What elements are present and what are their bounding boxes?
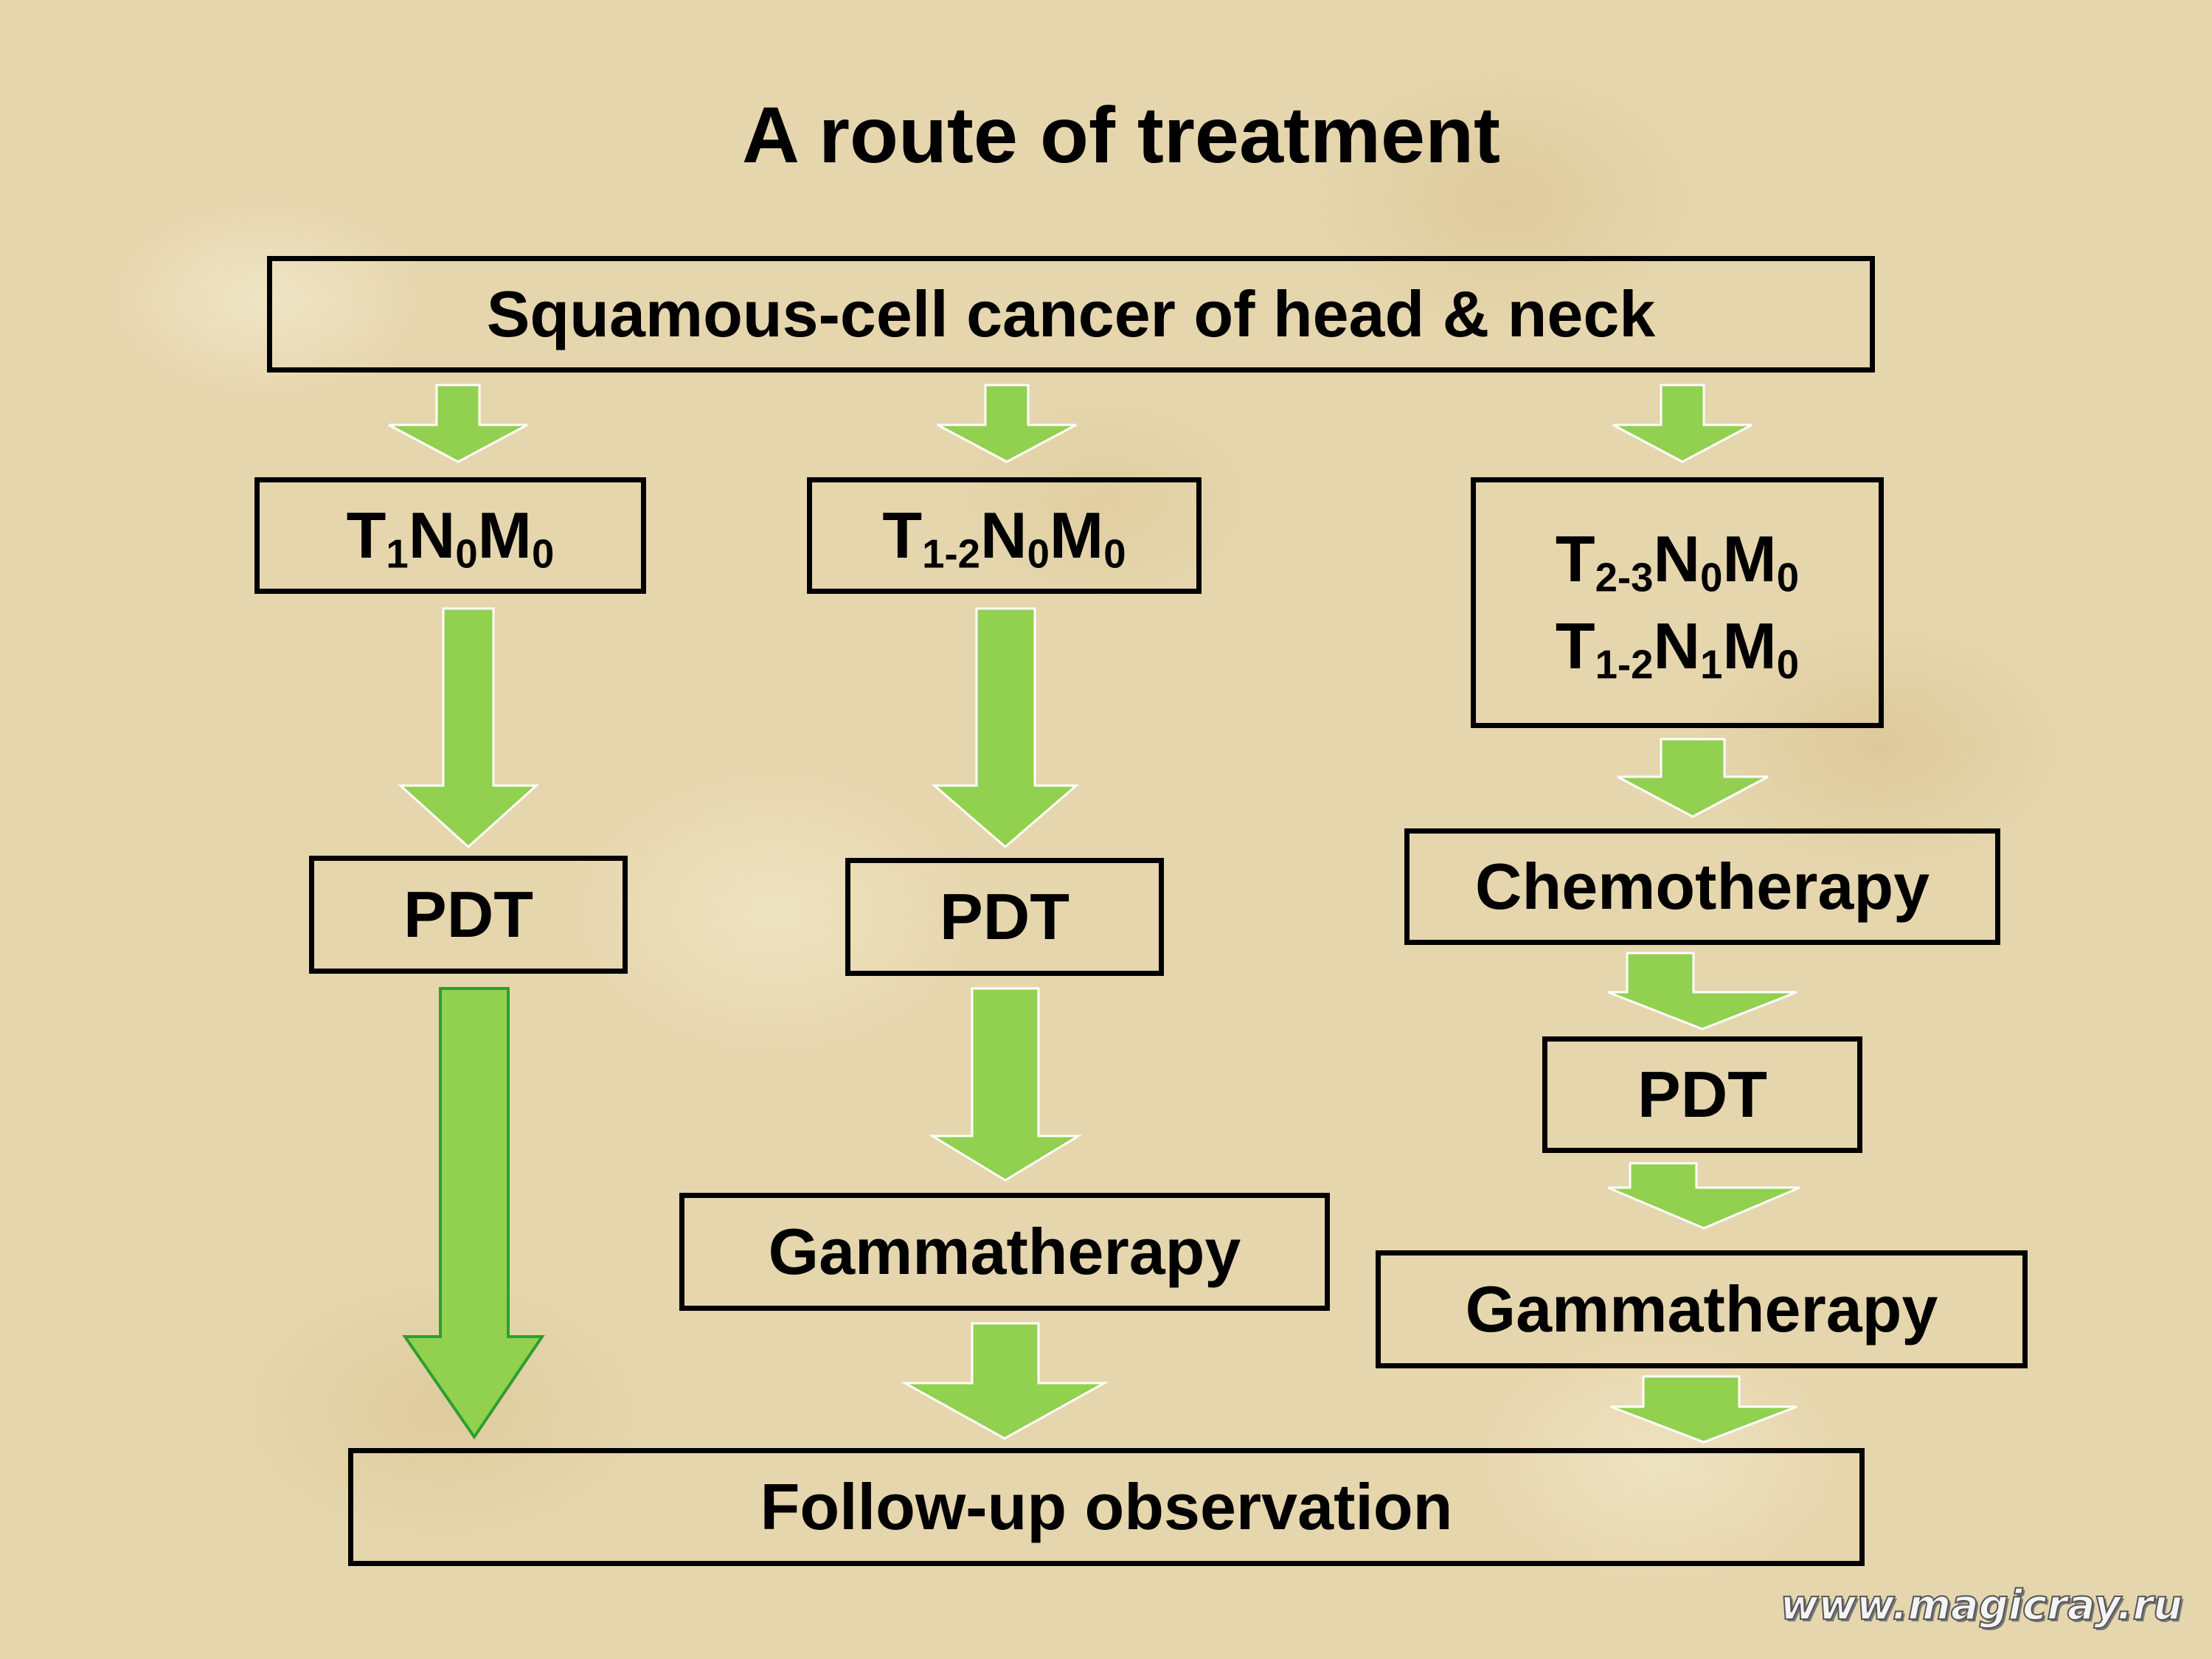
top-box-diagnosis: Squamous-cell cancer of head & neck: [267, 256, 1875, 373]
gammatherapy-box-col3: Gammatherapy: [1376, 1250, 2028, 1368]
stage-m: 0: [1776, 642, 1800, 688]
bottom-box-follow-up: Follow-up observation: [348, 1448, 1865, 1566]
watermark-text: www.magicray.ru: [1780, 1581, 2183, 1630]
stage-t: 1: [386, 531, 409, 577]
stage-m: 0: [1776, 555, 1800, 600]
pdt-box-col1: PDT: [309, 856, 628, 974]
arrow-down-icon: [1607, 952, 1797, 1031]
stage-label: T1-2N1M0: [1555, 609, 1800, 688]
arrow-down-icon: [931, 607, 1080, 848]
stage-label: T2-3N0M0: [1555, 522, 1800, 600]
arrow-down-icon: [1612, 384, 1752, 463]
arrow-down-icon: [388, 384, 528, 463]
arrow-down-icon: [1610, 1375, 1797, 1444]
chemotherapy-box-col3: Chemotherapy: [1404, 828, 2000, 945]
diagram-title: A route of treatment: [741, 90, 1501, 179]
arrow-down-icon: [402, 987, 545, 1440]
gammatherapy-box-col2: Gammatherapy: [679, 1193, 1330, 1311]
stage-n: 0: [455, 531, 478, 577]
stage-m: 0: [1103, 531, 1126, 577]
stage-box-col3: T2-3N0M0 T1-2N1M0: [1471, 477, 1884, 728]
pdt-box-col3: PDT: [1542, 1036, 1862, 1153]
stage-n: 1: [1700, 642, 1723, 688]
stage-n: 0: [1027, 531, 1050, 577]
arrow-down-icon: [901, 1322, 1109, 1440]
arrow-down-icon: [928, 987, 1083, 1182]
stage-t: 1-2: [1595, 642, 1654, 688]
stage-t: 1-2: [922, 531, 981, 577]
pdt-box-col2: PDT: [845, 858, 1164, 976]
stage-n: 0: [1700, 555, 1723, 600]
stage-box-col1: T1N0M0: [254, 477, 646, 594]
stage-label: T1N0M0: [346, 499, 555, 577]
stage-box-col2: T1-2N0M0: [807, 477, 1202, 594]
arrow-down-icon: [1607, 1162, 1800, 1230]
stage-m: 0: [531, 531, 555, 577]
stage-t: 2-3: [1595, 555, 1654, 600]
arrow-down-icon: [937, 384, 1077, 463]
stage-label: T1-2N0M0: [882, 499, 1126, 577]
arrow-down-icon: [398, 607, 539, 849]
arrow-down-icon: [1617, 738, 1769, 818]
